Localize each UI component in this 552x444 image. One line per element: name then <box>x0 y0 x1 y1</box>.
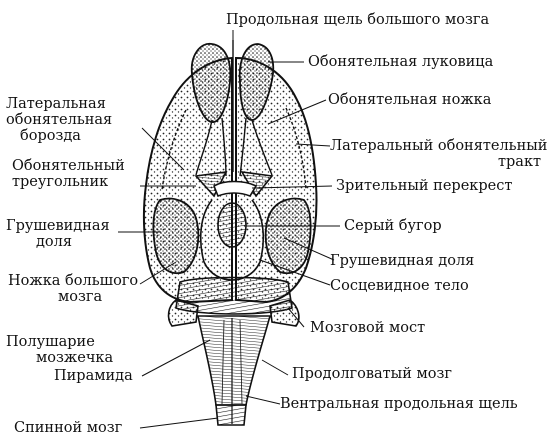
label-piriform-lobe-right: Грушевидная доля <box>330 253 475 269</box>
label-line: Полушарие <box>6 334 95 350</box>
label-line: мозжечка <box>36 350 114 366</box>
label-line: Латеральная <box>6 96 106 112</box>
piriform-lobes <box>152 197 312 274</box>
label-mammillary-body: Сосцевидное тело <box>330 278 469 294</box>
label-tuber-cinereum: Серый бугор <box>344 218 442 234</box>
cerebellum <box>167 299 300 327</box>
label-line: Ножка большого <box>8 273 139 289</box>
label-line: Латеральный обонятельный <box>330 138 548 154</box>
olfactory-bulbs <box>190 43 275 123</box>
label-line: треугольник <box>12 174 109 190</box>
label-line: мозга <box>58 289 103 305</box>
chiasm-region <box>194 170 274 198</box>
label-longitudinal-fissure: Продольная щель большого мозга <box>226 12 490 28</box>
label-line: обонятельная <box>6 112 113 128</box>
label-line: борозда <box>20 128 81 144</box>
label-line: доля <box>36 234 73 250</box>
label-olfactory-bulb: Обонятельная луковица <box>308 54 494 70</box>
label-cerebellar-hemisphere: Полушарие мозжечка <box>6 334 113 366</box>
label-pyramid: Пирамида <box>54 368 133 384</box>
label-line: Обонятельный <box>12 158 125 174</box>
leader-lines <box>118 30 340 429</box>
label-ventral-median-fissure: Вентральная продольная щель <box>280 396 518 412</box>
medulla-and-cord <box>197 315 272 426</box>
label-medulla-oblongata: Продолговатый мозг <box>292 366 453 382</box>
label-olfactory-peduncle: Обонятельная ножка <box>328 92 492 108</box>
label-piriform-lobe-left: Грушевидная доля <box>6 218 110 250</box>
label-line: тракт <box>498 154 542 170</box>
label-optic-chiasm: Зрительный перекрест <box>336 178 513 194</box>
label-pons: Мозговой мост <box>310 320 426 336</box>
label-lateral-olfactory-sulcus: Латеральная обонятельная борозда <box>6 96 112 144</box>
label-lateral-olfactory-tract: Латеральный обонятельный тракт <box>330 138 547 170</box>
label-olfactory-triangle: Обонятельный треугольник <box>12 158 125 190</box>
label-cerebral-peduncle: Ножка большого мозга <box>8 273 138 305</box>
label-line: Грушевидная <box>6 218 110 234</box>
label-spinal-cord: Спинной мозг <box>14 420 123 436</box>
